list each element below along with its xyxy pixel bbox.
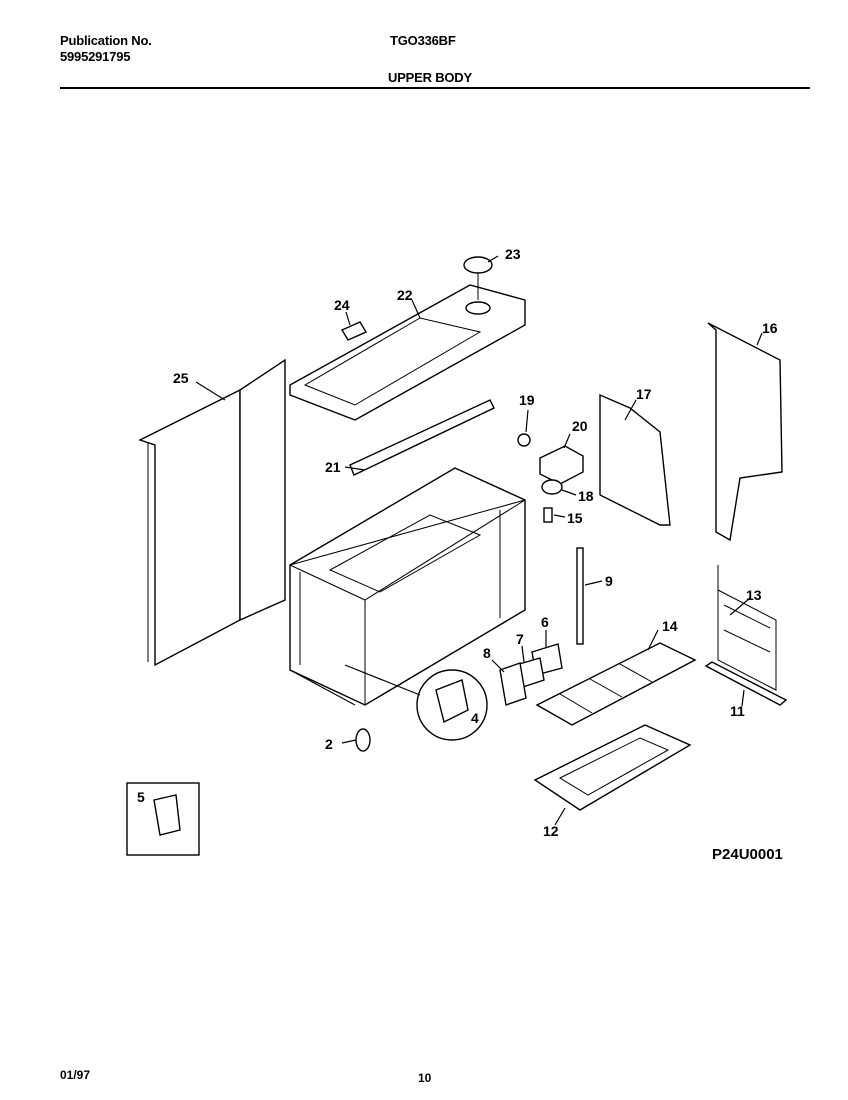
callout-25: 25: [173, 370, 189, 386]
callout-2: 2: [325, 736, 333, 752]
part-19-knob: [517, 433, 531, 447]
figure-code: P24U0001: [712, 846, 783, 863]
part-11-bracket: [704, 661, 788, 706]
part-2-screw: [355, 728, 371, 752]
callout-7: 7: [516, 631, 524, 647]
part-23-cap: [463, 256, 493, 300]
part-25-side-panel: [138, 358, 286, 667]
cabinet-frame: [288, 467, 526, 706]
callout-15: 15: [567, 510, 583, 526]
callout-23: 23: [505, 246, 521, 262]
part-18-igniter: [541, 479, 563, 495]
detail-4-circle: [344, 664, 488, 741]
part-22-top-panel: [289, 284, 526, 421]
callout-labels: 2 4 5 6 7 8 9 11 12 13 14 15 16 17 18 19…: [137, 246, 778, 839]
callout-6: 6: [541, 614, 549, 630]
part-13-element: [717, 565, 777, 691]
page-number: 10: [418, 1071, 432, 1085]
callout-5: 5: [137, 789, 145, 805]
callout-19: 19: [519, 392, 535, 408]
callout-13: 13: [746, 587, 762, 603]
part-12-tray: [533, 724, 692, 811]
callout-12: 12: [543, 823, 559, 839]
part-16-bracket: [707, 322, 783, 542]
callout-24: 24: [334, 297, 350, 313]
part-14-grate: [535, 642, 697, 726]
leader-lines: [195, 255, 763, 826]
footer-date: 01/97: [60, 1068, 91, 1082]
callout-22: 22: [397, 287, 413, 303]
callout-8: 8: [483, 645, 491, 661]
publication-number: 5995291795: [60, 49, 131, 64]
callout-4: 4: [471, 710, 479, 726]
part-20-box: [539, 445, 584, 485]
callout-9: 9: [605, 573, 613, 589]
part-8-clip: [499, 662, 527, 706]
publication-label: Publication No.: [60, 33, 152, 48]
callout-20: 20: [572, 418, 588, 434]
callout-11: 11: [730, 703, 745, 719]
callout-16: 16: [762, 320, 778, 336]
part-24-clip: [340, 321, 368, 341]
part-9-rod: [576, 547, 584, 645]
callout-21: 21: [325, 459, 341, 475]
header-rule: [60, 87, 810, 89]
part-17-panel: [599, 393, 671, 526]
model-number: TGO336BF: [390, 33, 456, 48]
callout-18: 18: [578, 488, 594, 504]
section-title: UPPER BODY: [388, 70, 472, 85]
part-15-bracket: [543, 507, 553, 523]
callout-14: 14: [662, 618, 678, 634]
part-21-rail: [349, 399, 495, 476]
detail-5-box: [126, 782, 200, 856]
callout-17: 17: [636, 386, 652, 402]
